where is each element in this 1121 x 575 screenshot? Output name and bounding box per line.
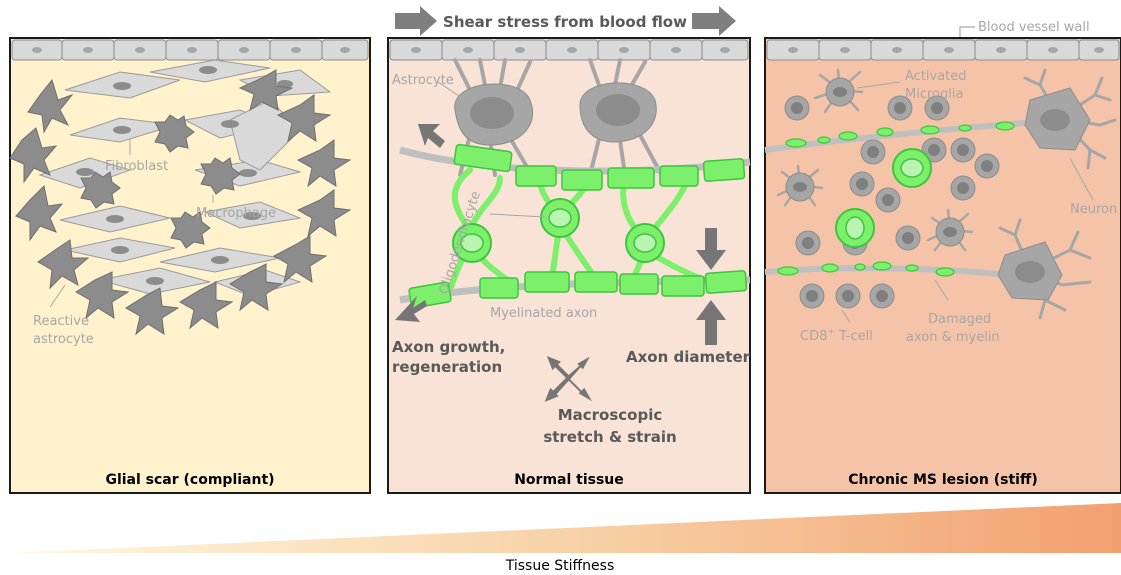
- axon-growth-label-line1: Axon growth,: [392, 338, 505, 356]
- panel-ms-lesion: Activated Microglia Neuron CD8+ T-cell D…: [765, 38, 1121, 493]
- stiffness-gradient-wedge: [10, 503, 1121, 553]
- axon-growth-label-line2: regeneration: [392, 358, 502, 376]
- axon-diameter-label: Axon diameter: [626, 348, 751, 366]
- macrophage-label: Macrophage: [196, 206, 276, 221]
- damaged-axon-label-line2: axon & myelin: [906, 330, 1000, 345]
- activated-microglia-label-line1: Activated: [905, 69, 967, 84]
- shear-arrow-right-icon: [692, 6, 736, 36]
- neuron-label: Neuron: [1070, 202, 1117, 217]
- t-cell-label: CD8+ T-cell: [800, 327, 873, 344]
- panel-ms-lesion-title: Chronic MS lesion (stiff): [848, 472, 1037, 488]
- stretch-label-line1: Macroscopic: [558, 406, 663, 424]
- reactive-astrocyte-label-line2: astrocyte: [33, 332, 94, 347]
- activated-microglia-label-line2: Microglia: [905, 87, 963, 102]
- shear-arrow-left-icon: [395, 6, 437, 36]
- tissue-stiffness-label: Tissue Stiffness: [505, 558, 615, 574]
- shear-stress-label: Shear stress from blood flow: [443, 13, 687, 31]
- reactive-astrocyte-label-line1: Reactive: [33, 314, 89, 329]
- panel-normal-tissue: Astrocyte Oligodendrocyte Myelinated axo…: [388, 38, 751, 493]
- stretch-label-line2: stretch & strain: [543, 428, 676, 446]
- vessel-wall-label: Blood vessel wall: [978, 20, 1090, 35]
- panel-normal-tissue-bg: [388, 38, 750, 493]
- panel-normal-tissue-title: Normal tissue: [514, 472, 624, 488]
- myelinated-axon-label: Myelinated axon: [490, 306, 597, 321]
- vessel-wall-cells: [767, 40, 1119, 60]
- astrocyte-label: Astrocyte: [392, 73, 454, 88]
- damaged-axon-label-line1: Damaged: [928, 312, 991, 327]
- panel-glial-scar-title: Glial scar (compliant): [105, 472, 274, 488]
- fibroblast-label: Fibroblast: [105, 159, 168, 174]
- panel-glial-scar: Fibroblast Macrophage Reactive astrocyte…: [10, 38, 370, 493]
